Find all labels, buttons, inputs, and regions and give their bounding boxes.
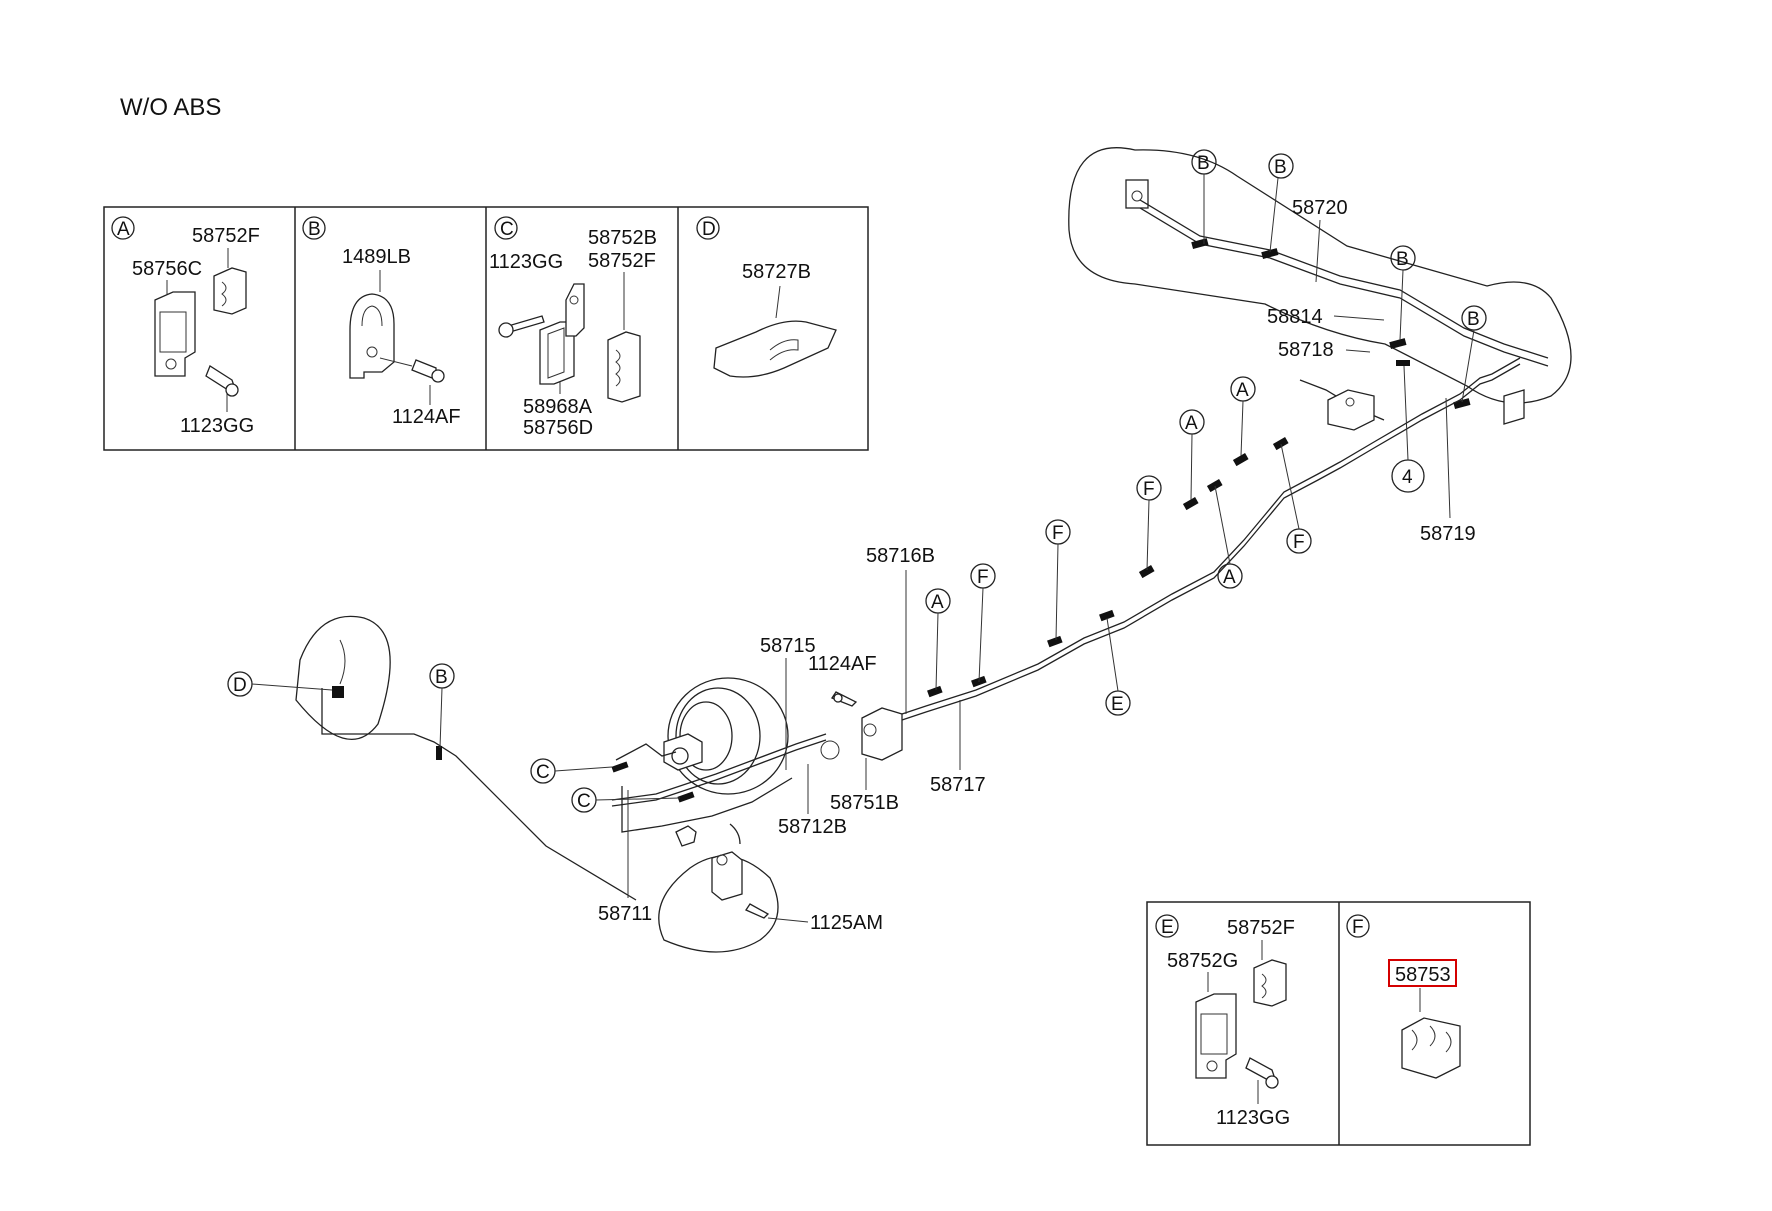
detail-box-f: F 58753: [1346, 914, 1461, 1079]
callout-b-4: B: [1467, 309, 1480, 330]
diagram-title: W/O ABS: [120, 94, 221, 121]
callout-a-4: A: [931, 592, 944, 613]
callouts: B B B B 4 A A A A F F F: [227, 149, 1487, 813]
detail-box-d: D 58727B: [696, 216, 837, 378]
detail-letter-circle-b: [302, 216, 326, 240]
clamp-block-shape-e: [1253, 959, 1287, 1007]
detail-letter-e: E: [1161, 917, 1174, 938]
double-clip-shape-f: [1401, 1017, 1461, 1079]
valve-block-front: [861, 707, 903, 761]
detail-box-c: C 1123GG 58752B 58752F 58968A 58756D: [489, 216, 657, 439]
callout-b-2: B: [1274, 157, 1287, 178]
part-label-1123gg-a: 1123GG: [180, 415, 254, 437]
callout-c-2: C: [577, 791, 591, 812]
callout-4: 4: [1402, 467, 1413, 488]
detail-letter-a: A: [117, 219, 130, 240]
detail-letter-circle-e: [1155, 914, 1179, 938]
callout-a-2: A: [1185, 413, 1198, 434]
detail-box-row-top: [103, 206, 869, 451]
detail-letter-circle-f: [1346, 914, 1370, 938]
part-label-58756d: 58756D: [523, 417, 593, 439]
part-label-1125am: 1125AM: [810, 912, 883, 934]
part-label-58716b: 58716B: [866, 545, 935, 567]
callout-f-2: F: [1143, 479, 1155, 500]
callout-a-1: A: [1236, 380, 1249, 401]
clamp-block-shape-a: [213, 267, 247, 315]
bracket-plate-shape-c: [565, 283, 585, 337]
callout-e: E: [1111, 694, 1124, 715]
hose-clip-shape-e: [1195, 993, 1237, 1079]
part-label-58968a: 58968A: [523, 396, 593, 418]
part-label-58727b: 58727B: [742, 261, 811, 283]
callout-a-3: A: [1223, 567, 1236, 588]
booster-assembly: [611, 677, 840, 833]
part-label-58752f-c: 58752F: [588, 250, 656, 272]
clamp-block-shape-c: [607, 331, 641, 403]
part-label-58752f-e: 58752F: [1227, 917, 1295, 939]
part-label-58717: 58717: [930, 774, 986, 796]
part-label-1123gg-c: 1123GG: [489, 251, 563, 273]
front-right-wheel-area: [658, 823, 779, 953]
bracket-clip-shape-b: [349, 293, 395, 379]
callout-b-5: B: [435, 667, 448, 688]
part-label-58715: 58715: [760, 635, 816, 657]
hub-shape-left: [1125, 179, 1149, 209]
detail-letter-f: F: [1352, 917, 1364, 938]
detail-box-b: B 1489LB 1124AF: [302, 216, 461, 428]
part-label-58752b: 58752B: [588, 227, 657, 249]
detail-letter-d: D: [702, 219, 716, 240]
part-label-58752f: 58752F: [192, 225, 260, 247]
bolt-shape-e: [1245, 1057, 1275, 1081]
part-label-1123gg-e: 1123GG: [1216, 1107, 1290, 1129]
hub-shape-right: [1503, 389, 1525, 425]
detail-letter-c: C: [500, 219, 514, 240]
detail-letter-circle-d: [696, 216, 720, 240]
callout-f-1: F: [1293, 532, 1305, 553]
detail-box-row-bottom: [1146, 901, 1531, 1146]
part-label-58756c: 58756C: [132, 258, 202, 280]
rear-axle-assembly: [1068, 147, 1572, 431]
part-label-58753[interactable]: 58753: [1395, 964, 1451, 986]
detail-letter-circle-a: [111, 216, 135, 240]
callout-f-3: F: [1052, 523, 1064, 544]
bolt-shape-1125am: [745, 903, 770, 919]
highlight-box-58753: [1388, 959, 1457, 987]
callout-b-1: B: [1197, 153, 1210, 174]
main-part-labels: 58720 58814 58718 58719 58716B 58715 112…: [598, 197, 1476, 934]
front-left-wheel-area: [295, 615, 637, 901]
part-label-1124af-b: 1124AF: [392, 406, 461, 428]
part-label-58751b: 58751B: [830, 792, 899, 814]
detail-box-a: A 58752F 58756C 1123GG: [111, 216, 260, 437]
detail-box-e: E 58752F 58752G 1123GG: [1155, 914, 1295, 1129]
detail-letter-circle-c: [494, 216, 518, 240]
part-label-58711: 58711: [598, 903, 652, 925]
callout-c-1: C: [536, 762, 550, 783]
part-label-58752g: 58752G: [1167, 950, 1238, 972]
callout-b-3: B: [1396, 249, 1409, 270]
bolt-shape-a: [205, 365, 235, 391]
callout-d: D: [233, 675, 247, 696]
part-label-1489lb: 1489LB: [342, 246, 411, 268]
part-label-1124af: 1124AF: [808, 653, 877, 675]
valve-block-rear: [1327, 389, 1375, 431]
part-label-58814: 58814: [1267, 306, 1323, 328]
part-label-58719: 58719: [1420, 523, 1476, 545]
brake-line-main: [831, 357, 1521, 761]
part-label-58712b: 58712B: [778, 816, 847, 838]
part-label-58718: 58718: [1278, 339, 1334, 361]
detail-letter-b: B: [308, 219, 321, 240]
hose-clip-shape-a: [154, 291, 196, 377]
shield-plate-shape-d: [713, 320, 837, 378]
callout-f-4: F: [977, 567, 989, 588]
part-label-58720: 58720: [1292, 197, 1348, 219]
